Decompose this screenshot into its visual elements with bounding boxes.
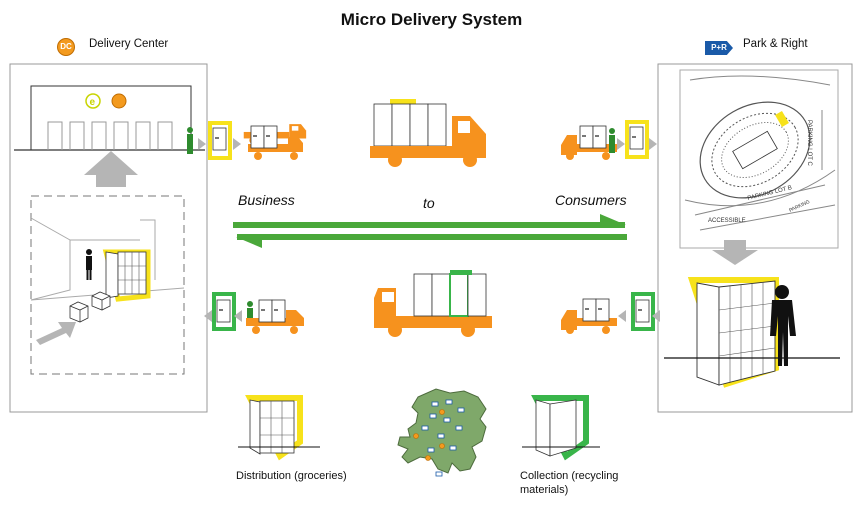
e-logo-icon [85, 93, 101, 109]
delivery-center-label: Delivery Center [89, 38, 169, 50]
consumers-label: Consumers [555, 192, 627, 208]
park-ride-locker [664, 277, 840, 388]
netherlands-map-icon [397, 388, 487, 477]
truck-top-center [370, 99, 486, 167]
park-ride-panel: PARKING LOT B PARKING LOT C ACCESSIBLE P… [657, 63, 853, 413]
dc-logo-icon: DC [57, 36, 75, 56]
gray-down-arrow [712, 240, 758, 265]
gray-up-arrow [84, 151, 138, 187]
distribution-caption: Distribution (groceries) [236, 470, 347, 482]
stadium-map: PARKING LOT B PARKING LOT C ACCESSIBLE P… [679, 69, 839, 249]
delivery-center-panel: e [9, 63, 208, 413]
business-label: Business [238, 192, 295, 208]
truck-bottom-center [374, 270, 492, 337]
truck-bottom-left [204, 292, 304, 334]
box-icon [69, 291, 111, 323]
gray-in-arrow [36, 322, 76, 345]
collection-locker-icon [522, 395, 600, 461]
truck-top-left [187, 121, 307, 160]
park-ride-label: Park & Right [743, 38, 808, 50]
consumers-to-business-arrow [236, 234, 627, 248]
collection-caption-line1: Collection (recycling [520, 470, 619, 482]
distribution-locker-icon [238, 395, 320, 461]
park-ride-icon: P+R [705, 37, 733, 55]
accessible-label: ACCESSIBLE [708, 218, 746, 224]
person-icon [86, 249, 92, 280]
truck-bottom-right [561, 292, 660, 334]
svg-text:e: e [90, 97, 96, 108]
collection-caption-line2: materials) [520, 484, 569, 496]
to-label: to [423, 195, 435, 211]
parking-lot-c-label: PARKING LOT C [806, 120, 812, 166]
warehouse-locker [102, 249, 151, 302]
person-icon [770, 285, 796, 366]
diagram-title: Micro Delivery System [340, 10, 523, 29]
truck-top-right [561, 120, 657, 160]
delivery-center-building: e [14, 85, 205, 151]
truck-top-left-body [248, 125, 303, 160]
business-to-consumers-arrow [233, 214, 626, 228]
